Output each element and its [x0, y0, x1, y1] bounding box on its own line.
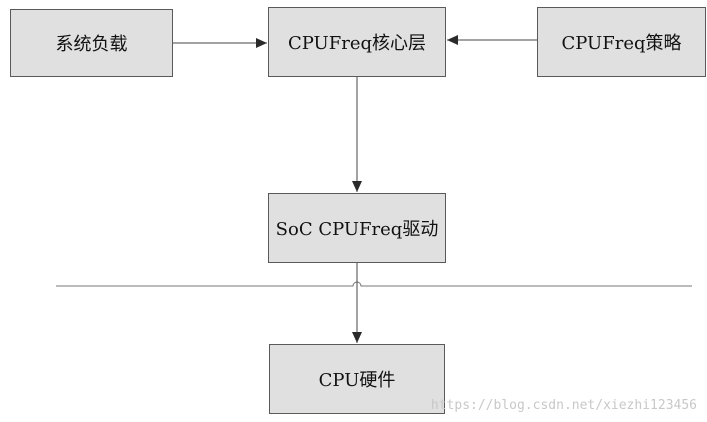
node-system-load-label: 系统负载	[55, 34, 128, 55]
node-system-load: 系统负载	[10, 9, 173, 77]
node-cpu-hardware: CPU硬件	[269, 344, 445, 414]
node-cpufreq-core: CPUFreq核心层	[268, 7, 446, 77]
node-cpu-hardware-label: CPU硬件	[318, 370, 396, 391]
separator-line	[56, 281, 692, 287]
watermark-url: https://blog.csdn.net/xiezhi123456	[430, 398, 697, 413]
node-soc-cpufreq-driver-label: SoC CPUFreq驱动	[275, 219, 439, 240]
node-soc-cpufreq-driver: SoC CPUFreq驱动	[268, 193, 446, 263]
node-cpufreq-policy: CPUFreq策略	[537, 7, 706, 77]
node-cpufreq-policy-label: CPUFreq策略	[561, 33, 682, 54]
node-cpufreq-core-label: CPUFreq核心层	[287, 33, 426, 54]
